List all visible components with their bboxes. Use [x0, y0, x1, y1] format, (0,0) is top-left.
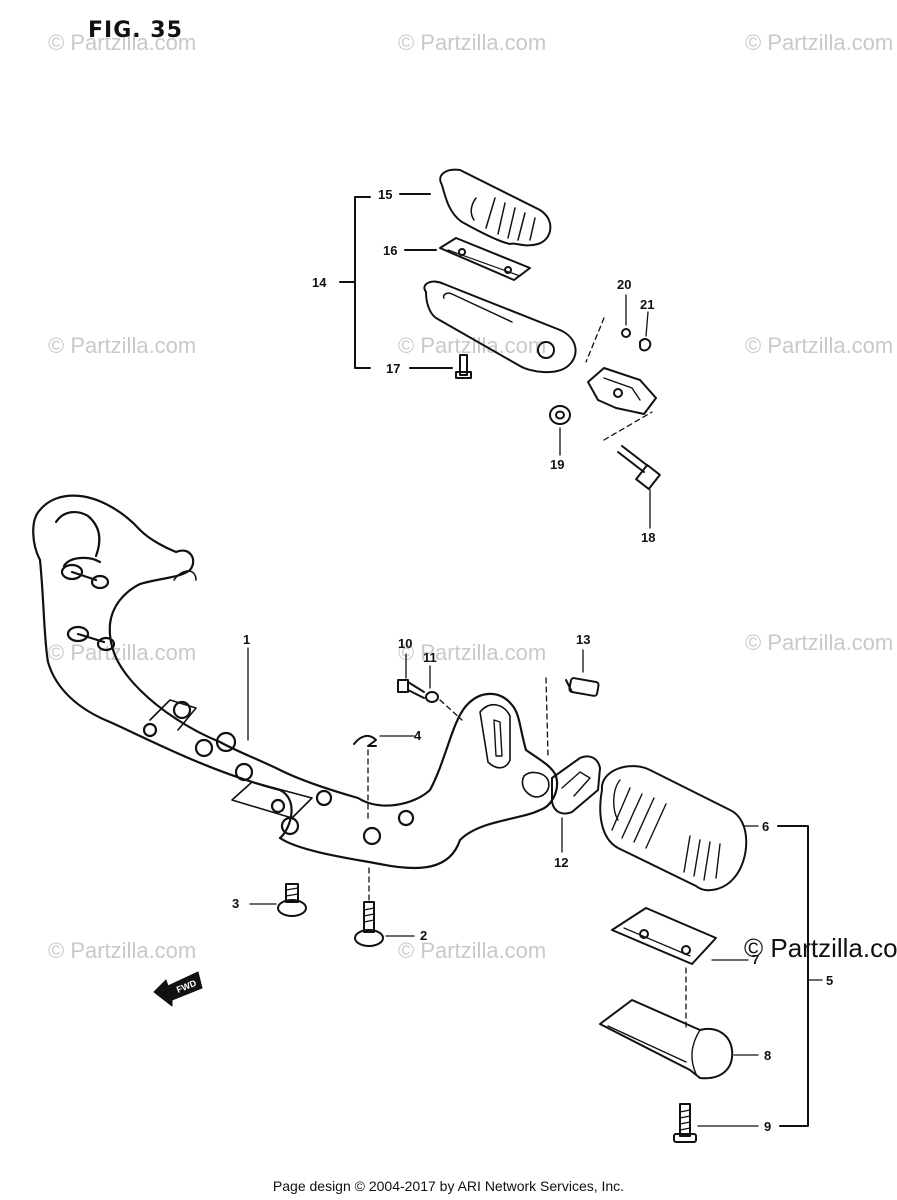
watermark: © Partzilla.com: [745, 630, 894, 655]
watermark: © Partzilla.com: [745, 30, 894, 55]
clip-4: [353, 734, 377, 747]
footpeg-base-8: [599, 999, 734, 1080]
watermark: © Partzilla.com: [744, 933, 897, 963]
callout-19: 19: [550, 457, 565, 472]
callout-17: 17: [386, 361, 401, 376]
plate-16: [439, 237, 531, 281]
watermark: © Partzilla.com: [48, 938, 197, 963]
bolt-2: [354, 901, 384, 947]
callout-1: 1: [243, 632, 251, 647]
callout-14: 14: [312, 275, 327, 290]
nut-20: [621, 328, 631, 338]
bolt-18: [617, 445, 661, 491]
footpeg-rubber-15: [439, 168, 552, 247]
plate-7: [611, 907, 717, 965]
callout-10: 10: [398, 636, 413, 651]
watermark: © Partzilla.com: [398, 30, 547, 55]
callout-4: 4: [414, 728, 422, 743]
callout-18: 18: [641, 530, 656, 545]
group-bracket-5: [777, 825, 809, 1127]
group-bracket-14: [354, 196, 371, 369]
figure-title: FIG. 35: [88, 18, 183, 43]
bolt-13: [565, 677, 600, 697]
watermark: © Partzilla.com: [48, 333, 197, 358]
callout-9: 9: [764, 1119, 772, 1134]
watermark: © Partzilla.com: [398, 333, 547, 358]
callout-20: 20: [617, 277, 632, 292]
pin-17: [455, 354, 472, 379]
callout-11: 11: [423, 650, 437, 665]
fwd-arrow-icon: FWD: [153, 971, 203, 1007]
watermark: © Partzilla.com: [745, 333, 894, 358]
watermark: © Partzilla.com: [398, 938, 547, 963]
callout-2: 2: [420, 928, 428, 943]
watermark: © Partzilla.com: [398, 640, 547, 665]
callout-8: 8: [764, 1048, 772, 1063]
callout-16: 16: [383, 243, 398, 258]
footpeg-bracket: [587, 367, 657, 415]
frame-bracket-1: [32, 494, 559, 870]
washer-19: [549, 405, 571, 425]
bolt-10: [397, 679, 425, 699]
callout-6: 6: [762, 819, 770, 834]
callout-7: 7: [752, 952, 760, 967]
mounting-plate-12: [551, 755, 601, 815]
callout-15: 15: [378, 187, 393, 202]
bolt-9: [673, 1103, 697, 1143]
watermark: © Partzilla.com: [48, 640, 197, 665]
footpeg-rubber-6: [599, 765, 748, 892]
page-footer: Page design © 2004-2017 by ARI Network S…: [272, 1178, 625, 1194]
clip-21: [639, 338, 652, 352]
footpeg-arm: [423, 280, 577, 373]
callout-5: 5: [826, 973, 834, 988]
watermark: © Partzilla.com: [48, 30, 197, 55]
callout-21: 21: [640, 297, 655, 312]
callout-3: 3: [232, 896, 240, 911]
bolt-3: [277, 883, 307, 917]
callout-12: 12: [554, 855, 569, 870]
callout-13: 13: [576, 632, 591, 647]
washer-11: [425, 691, 439, 703]
